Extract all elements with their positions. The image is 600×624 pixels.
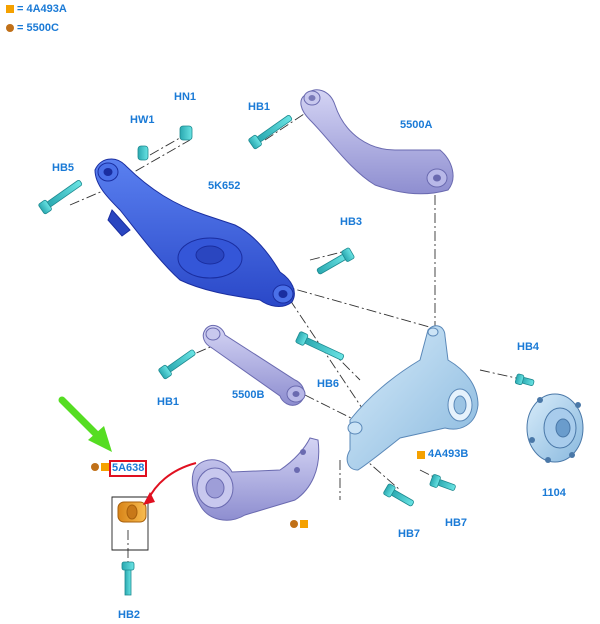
toe-link-5500b — [202, 324, 306, 406]
label-hb2: HB2 — [118, 609, 141, 621]
lower-link-5500c — [191, 437, 320, 521]
material-markers — [91, 451, 425, 528]
upper-arm-5500a — [300, 89, 454, 195]
label-hb7-left: HB7 — [398, 528, 421, 540]
bushing-5a638 — [111, 496, 149, 551]
label-5500a: 5500A — [400, 119, 433, 131]
label-hb1-mid: HB1 — [157, 396, 180, 408]
label-hb1-top: HB1 — [248, 101, 271, 113]
legend-text: = 4A493A — [17, 3, 67, 15]
legend-item-4a493a: = 4A493A — [6, 3, 67, 15]
knuckle-4a493b — [346, 325, 479, 471]
label-1104: 1104 — [542, 487, 566, 499]
red-arrow-icon — [147, 462, 197, 501]
bolts — [38, 114, 535, 596]
callout-5a638[interactable]: 5A638 — [109, 460, 148, 477]
legend-item-5500c: = 5500C — [6, 22, 59, 34]
red-arrowhead-icon — [143, 492, 155, 505]
wheel-hub-1104 — [526, 393, 584, 463]
label-hb6: HB6 — [317, 378, 340, 390]
label-hn1: HN1 — [174, 91, 197, 103]
green-arrow-icon — [58, 396, 112, 452]
label-hb7-right: HB7 — [445, 517, 468, 529]
label-hb3: HB3 — [340, 216, 363, 228]
legend-text: = 5500C — [17, 22, 59, 34]
label-5500b: 5500B — [232, 389, 265, 401]
label-5k652: 5K652 — [208, 180, 241, 192]
circle-marker-icon — [6, 24, 14, 32]
label-hb5: HB5 — [52, 162, 75, 174]
label-hw1: HW1 — [130, 114, 155, 126]
label-4a493b: 4A493B — [428, 448, 469, 460]
label-hb4: HB4 — [517, 341, 540, 353]
lower-arm-5k652 — [94, 158, 295, 307]
square-marker-icon — [6, 5, 14, 13]
